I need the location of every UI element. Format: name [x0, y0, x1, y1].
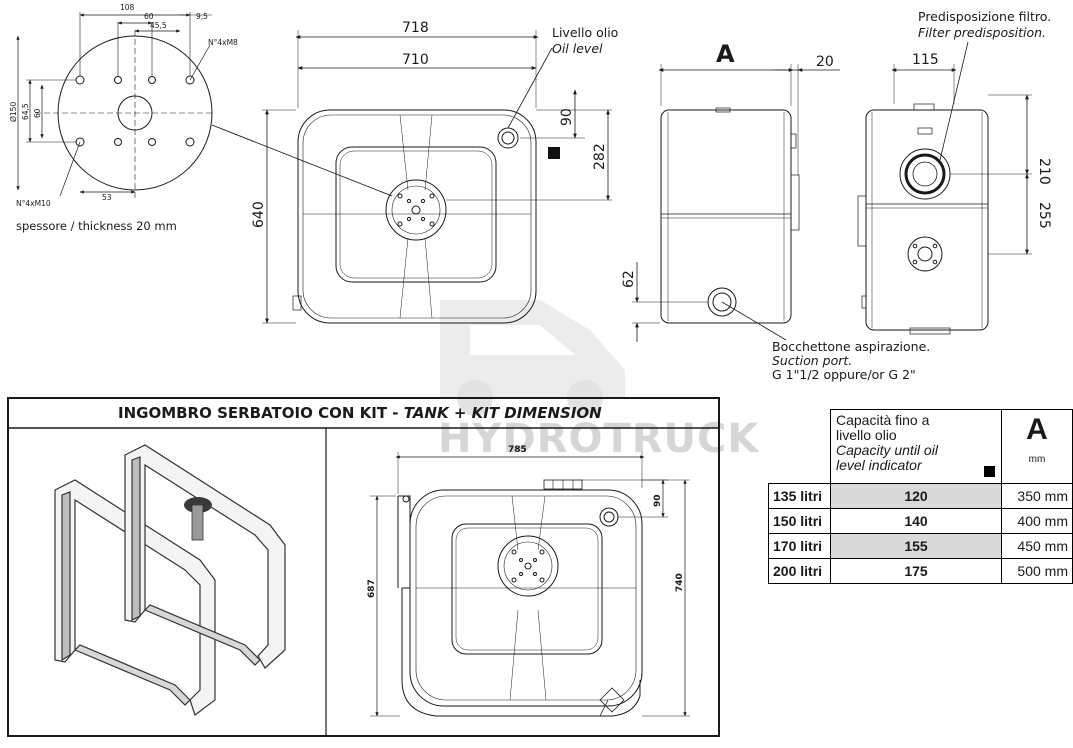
flange-dim-150: Ø150 — [9, 102, 18, 122]
side-dim-20: 20 — [816, 54, 834, 70]
row-capacity: 120 — [830, 483, 1002, 509]
rear-flange — [907, 236, 943, 272]
header-cap-it-1: Capacità fino a — [836, 412, 930, 428]
kit-tank-outline — [409, 489, 643, 707]
table-row: 200 litri 175 500 mm — [768, 558, 1073, 584]
row-a: 400 mm — [1001, 508, 1073, 534]
flange-bolt-m10: N°4xM10 — [16, 199, 51, 208]
row-a: 450 mm — [1001, 533, 1073, 559]
rear-dim-210: 210 — [1036, 158, 1052, 185]
oil-level-label-en: Oil level — [552, 41, 603, 56]
kit-title-en: TANK + KIT DIMENSION — [404, 404, 602, 422]
row-capacity: 175 — [830, 558, 1002, 584]
side-dim-62: 62 — [621, 270, 637, 288]
table-row: 135 litri 120 350 mm — [768, 483, 1073, 509]
flange-dim-9-5: 9,5 — [196, 12, 208, 21]
flange-bolt-m8: N°4xM8 — [208, 38, 238, 47]
tank-rear-outline — [865, 109, 989, 331]
suction-label-it: Bocchettone aspirazione. — [772, 339, 930, 354]
suction-thread: G 1"1/2 oppure/or G 2" — [772, 367, 916, 382]
row-label: 150 litri — [768, 508, 831, 534]
oil-level-label-it: Livello olio — [552, 25, 618, 40]
table-row: 170 litri 155 450 mm — [768, 533, 1073, 559]
kit-dim-785: 785 — [508, 445, 527, 455]
front-view — [262, 30, 612, 324]
rear-dim-255: 255 — [1036, 202, 1052, 229]
side-dim-a: A — [716, 40, 735, 68]
kit-dim-687: 687 — [367, 579, 377, 598]
header-a: A mm — [1001, 409, 1073, 484]
header-a-unit: mm — [1028, 454, 1046, 465]
kit-tank-view — [370, 452, 690, 717]
front-dim-640: 640 — [251, 201, 267, 228]
capacity-table: Capacità fino a livello olio Capacity un… — [768, 409, 1073, 584]
kit-panel-frame — [7, 397, 720, 737]
oil-level-window — [497, 127, 519, 149]
header-a-letter: A — [1026, 413, 1048, 446]
oil-level-marker-square-table — [984, 466, 995, 477]
rear-dim-115: 115 — [912, 52, 939, 68]
filter-label-it: Predisposizione filtro. — [918, 9, 1051, 24]
header-capacity: Capacità fino a livello olio Capacity un… — [830, 409, 1002, 484]
header-cap-it-2: livello olio — [836, 427, 897, 443]
tank-front-outline — [297, 109, 537, 324]
front-dim-710: 710 — [402, 52, 429, 68]
flange-dim-64-5: 64,5 — [21, 103, 30, 120]
tank-front-recess — [335, 146, 497, 283]
side-view — [632, 64, 840, 342]
front-dim-90: 90 — [559, 108, 575, 126]
kit-panel-title: INGOMBRO SERBATOIO CON KIT - TANK + KIT … — [118, 404, 602, 422]
row-label: 170 litri — [768, 533, 831, 559]
oil-level-marker-square — [548, 147, 560, 159]
suction-label-en: Suction port. — [772, 353, 852, 368]
flange-thickness: spessore / thickness 20 mm — [16, 219, 177, 233]
capacity-table-header: Capacità fino a livello olio Capacity un… — [769, 409, 1073, 484]
flange-dim-45-5: 45,5 — [150, 21, 167, 30]
row-a: 350 mm — [1001, 483, 1073, 509]
row-a: 500 mm — [1001, 558, 1073, 584]
kit-dim-740: 740 — [675, 573, 685, 592]
mounting-brackets — [54, 444, 286, 716]
kit-title-it: INGOMBRO SERBATOIO CON KIT - — [118, 404, 404, 422]
table-corner — [769, 410, 831, 484]
rear-view — [857, 41, 1032, 335]
front-flange — [385, 179, 447, 241]
flange-dim-108: 108 — [120, 3, 135, 12]
row-label: 135 litri — [768, 483, 831, 509]
tank-side-outline — [660, 109, 792, 324]
header-cap-en-2: level indicator — [836, 457, 922, 473]
header-cap-en-1: Capacity until oil — [836, 442, 938, 458]
flange-view — [16, 12, 393, 200]
front-dim-718: 718 — [402, 20, 429, 36]
flange-dim-60-side: 60 — [33, 108, 42, 118]
watermark-text: HYDROTRUCK — [438, 416, 760, 462]
row-capacity: 155 — [830, 533, 1002, 559]
kit-tank-flange — [497, 535, 559, 597]
row-capacity: 140 — [830, 508, 1002, 534]
flange-dim-53: 53 — [102, 193, 112, 202]
row-label: 200 litri — [768, 558, 831, 584]
table-row: 150 litri 140 400 mm — [768, 508, 1073, 534]
filter-label-en: Filter predisposition. — [918, 25, 1046, 40]
kit-panel — [7, 397, 720, 737]
flange-dim-60-top: 60 — [144, 12, 154, 21]
kit-dim-90: 90 — [653, 494, 663, 507]
kit-filler-cap — [184, 497, 212, 541]
front-dim-282: 282 — [592, 143, 608, 170]
watermark: HYDROTRUCK — [438, 300, 760, 462]
